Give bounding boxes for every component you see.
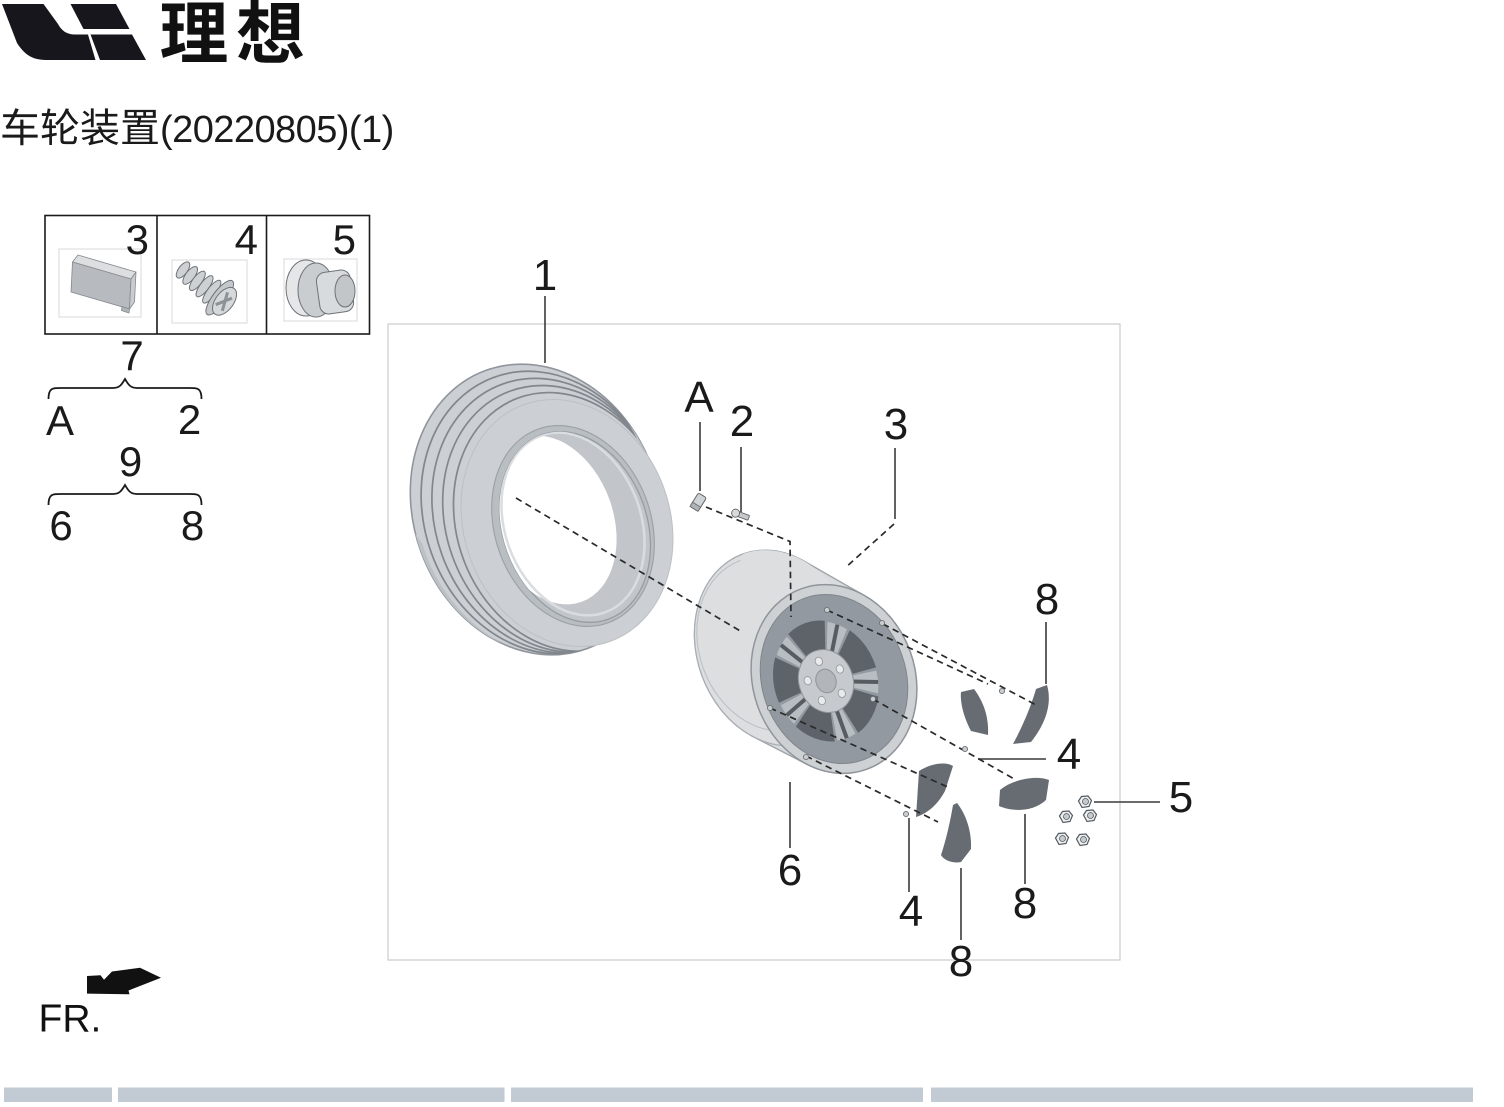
svg-text:8: 8 xyxy=(181,502,204,549)
svg-text:6: 6 xyxy=(49,502,72,549)
svg-text:2: 2 xyxy=(730,397,754,446)
svg-text:8: 8 xyxy=(1035,575,1059,624)
svg-text:5: 5 xyxy=(1169,773,1193,822)
svg-text:4: 4 xyxy=(1057,730,1081,779)
svg-text:FR.: FR. xyxy=(39,998,102,1041)
svg-text:9: 9 xyxy=(119,438,142,485)
svg-text:5: 5 xyxy=(333,216,356,263)
svg-text:3: 3 xyxy=(884,400,908,449)
svg-text:1: 1 xyxy=(533,251,557,300)
svg-text:8: 8 xyxy=(949,937,973,986)
svg-text:A: A xyxy=(46,397,74,444)
svg-text:A: A xyxy=(684,373,714,422)
svg-text:4: 4 xyxy=(235,216,258,263)
svg-text:8: 8 xyxy=(1013,879,1037,928)
svg-text:7: 7 xyxy=(120,332,143,379)
svg-text:3: 3 xyxy=(126,216,149,263)
svg-text:4: 4 xyxy=(899,887,923,936)
svg-text:2: 2 xyxy=(178,396,201,443)
svg-text:(20220805)(1): (20220805)(1) xyxy=(160,109,394,151)
svg-text:6: 6 xyxy=(778,846,802,895)
